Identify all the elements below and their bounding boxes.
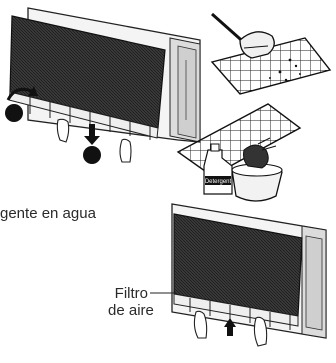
step-marker-1	[5, 104, 23, 122]
dust-particles	[269, 58, 301, 82]
arrow-down-icon	[84, 124, 100, 145]
detergent-label: Detergent	[205, 179, 232, 185]
filter-panel-bottom	[173, 213, 303, 330]
rotate-arrow-icon	[6, 86, 38, 101]
wash-step: Detergent	[176, 103, 302, 202]
vacuum-brush-icon	[211, 12, 275, 59]
indoor-unit-top	[5, 7, 201, 164]
detergent-bottle-icon: Detergent	[203, 143, 233, 195]
hand-icon	[56, 118, 132, 163]
filter-label-line1: Filtro	[114, 285, 148, 302]
hand-icon	[193, 310, 268, 347]
wash-basin-icon	[231, 137, 283, 202]
step-marker-2	[83, 146, 101, 164]
instruction-caption: gente en agua	[0, 205, 96, 222]
arrow-up-icon	[224, 318, 236, 336]
indoor-unit-bottom	[150, 203, 327, 347]
filter-label-line2: de aire	[108, 302, 154, 319]
filter-panel-top	[8, 15, 166, 140]
vacuum-step	[210, 12, 332, 95]
